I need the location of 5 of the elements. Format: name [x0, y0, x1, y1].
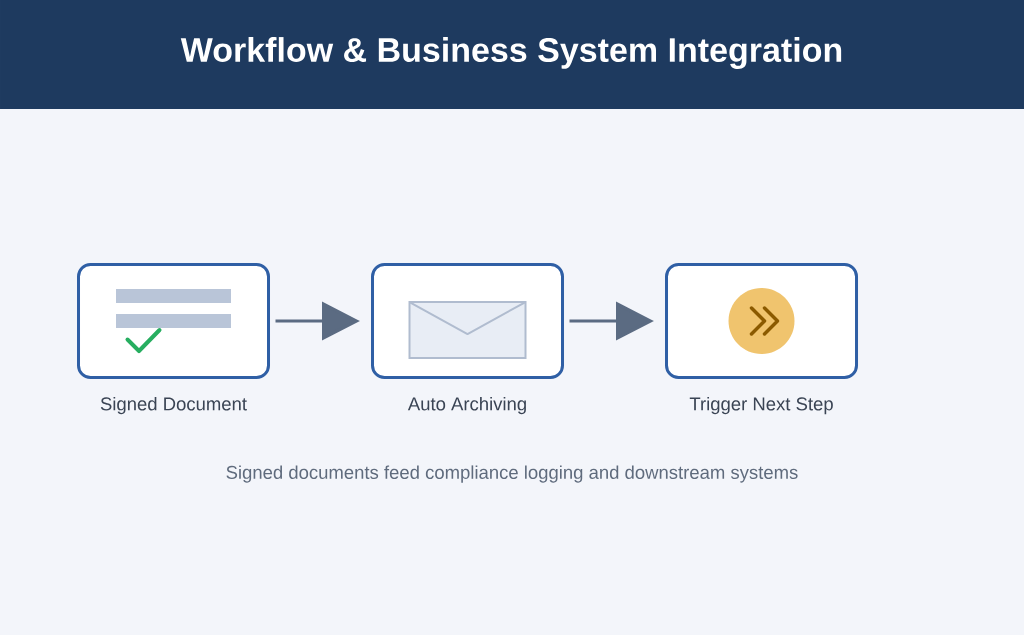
box-label: Auto Archiving [407, 396, 526, 415]
title: Workflow & Business System Integration [180, 37, 842, 69]
box-label: Trigger Next Step [689, 396, 833, 415]
box-label: Signed Document [100, 396, 247, 415]
caption: Signed documents feed compliance logging and downstream systems [226, 465, 798, 483]
